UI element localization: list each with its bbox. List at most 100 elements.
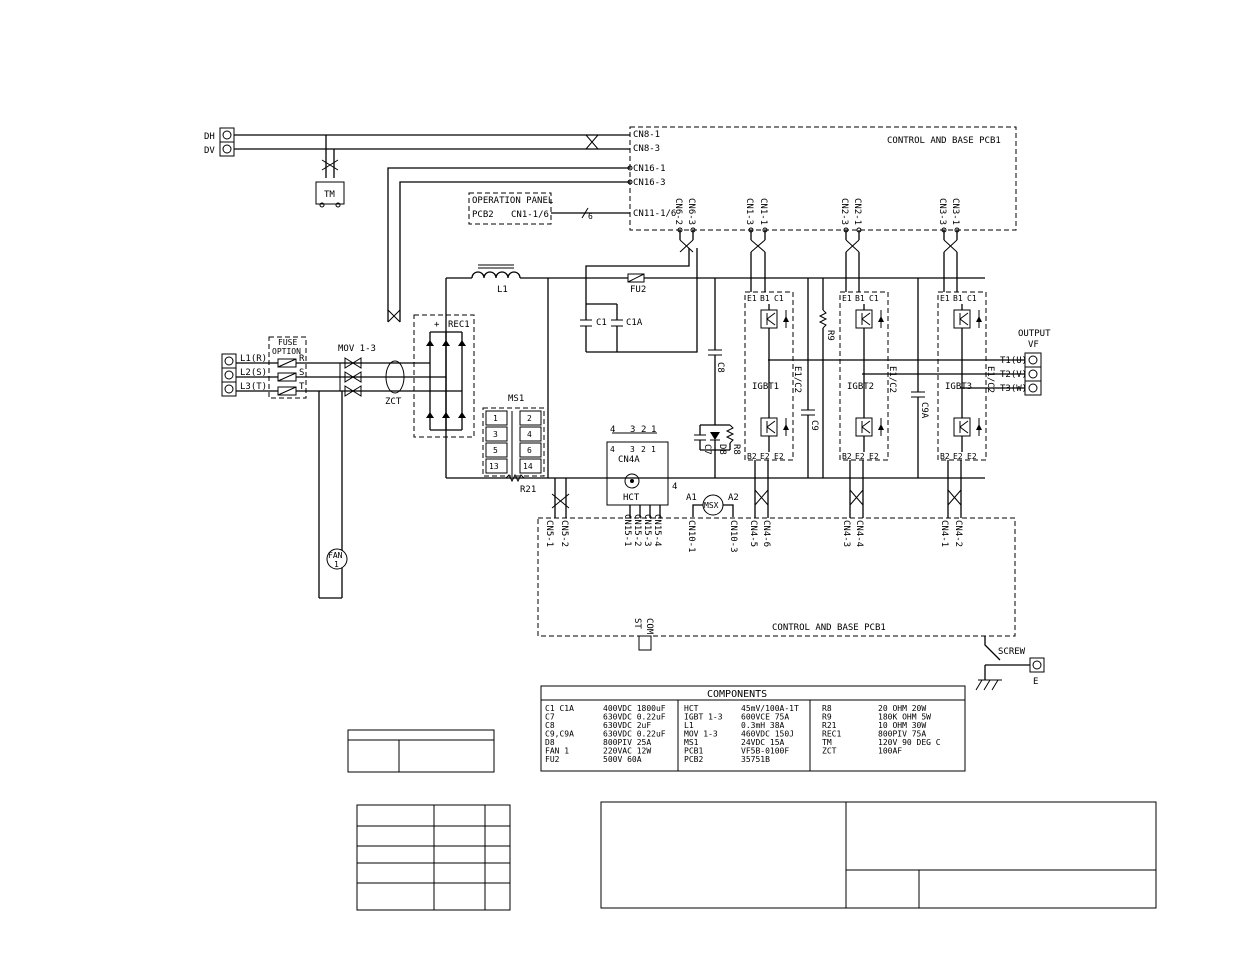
hct-box bbox=[606, 441, 669, 506]
a2-label: A2 bbox=[728, 493, 739, 503]
connector-com: COM bbox=[644, 618, 654, 635]
tm-label: TM bbox=[324, 190, 335, 200]
l1-input-label: L1(R) bbox=[240, 354, 267, 364]
igbt-b2-label: B2 bbox=[747, 452, 757, 461]
connector-cn15-4: CN15-4 bbox=[652, 514, 662, 547]
op-panel-label: OPERATION PANEL bbox=[472, 196, 553, 206]
igbt-c1-label: C1 bbox=[869, 294, 879, 303]
component-rating: 120V 90 DEG C bbox=[878, 738, 941, 747]
component-ref: HCT bbox=[684, 704, 699, 713]
a1-label: A1 bbox=[686, 493, 697, 503]
connector-cn1-3: CN1-3 bbox=[744, 198, 754, 225]
connector-st: ST bbox=[632, 618, 642, 629]
component-rating: 0.3mH 38A bbox=[741, 721, 785, 730]
vf-label: VF bbox=[1028, 340, 1039, 350]
component-ref: FAN 1 bbox=[545, 747, 569, 756]
igbt-e2-label: E2 bbox=[760, 452, 770, 461]
component-ref: L1 bbox=[684, 721, 694, 730]
connector-cn3-3: CN3-3 bbox=[937, 198, 947, 225]
hct-core-icon bbox=[624, 473, 640, 489]
component-ref: MOV 1-3 bbox=[684, 730, 718, 739]
msx-label: MSX bbox=[704, 501, 719, 510]
component-ref: C7 bbox=[545, 713, 555, 722]
d8-label: D8 bbox=[717, 444, 727, 455]
r9-label: R9 bbox=[825, 330, 835, 341]
rec1-plus: + bbox=[434, 320, 440, 330]
r21-label: R21 bbox=[520, 485, 536, 495]
component-ref: TM bbox=[822, 738, 832, 747]
t2-label: T2(V) bbox=[1000, 370, 1027, 380]
e-label: E bbox=[1033, 677, 1038, 687]
component-rating: 630VDC 0.22uF bbox=[603, 730, 666, 739]
component-rating: VF5B-0100F bbox=[741, 747, 789, 756]
components-title: COMPONENTS bbox=[707, 689, 767, 700]
connector-cn4-1: CN4-1 bbox=[939, 520, 949, 547]
component-ref: PCB1 bbox=[684, 747, 703, 756]
component-rating: 10 OHM 30W bbox=[878, 721, 926, 730]
ms1-contact-13: 13 bbox=[489, 462, 499, 471]
connector-cn2-3: CN2-3 bbox=[839, 198, 849, 225]
connector-cn15-1: CN15-1 bbox=[622, 514, 632, 547]
connector-cn4-2: CN4-2 bbox=[953, 520, 963, 547]
component-rating: 460VDC 150J bbox=[741, 730, 794, 739]
fuse-label: FUSE bbox=[278, 338, 297, 347]
component-rating: 630VDC 2uF bbox=[603, 721, 651, 730]
output-label: OUTPUT bbox=[1018, 329, 1051, 339]
control-pcb-top-box bbox=[629, 126, 1017, 231]
fan-label: FAN bbox=[328, 551, 343, 560]
igbt-e1-label: E1 bbox=[842, 294, 852, 303]
fu2-label: FU2 bbox=[630, 285, 646, 295]
igbt-c1-label: C1 bbox=[967, 294, 977, 303]
igbt-b2-label: B2 bbox=[940, 452, 950, 461]
connector-cn15-3: CN15-3 bbox=[642, 514, 652, 547]
screw-label: SCREW bbox=[998, 647, 1026, 657]
revision-block bbox=[347, 729, 495, 773]
igbt-e1c2-label: E1/C2 bbox=[792, 366, 802, 393]
igbt-e2b-label: E2 bbox=[869, 452, 879, 461]
ms1-contact-5: 5 bbox=[493, 446, 498, 455]
c8-label: C8 bbox=[715, 362, 725, 373]
igbt-e2b-label: E2 bbox=[967, 452, 977, 461]
component-ref: FU2 bbox=[545, 755, 560, 764]
connector-cn5-1: CN5-1 bbox=[544, 520, 554, 547]
connector-cn6-3: CN6-3 bbox=[686, 198, 696, 225]
fuses bbox=[277, 358, 297, 396]
igbt-2-label: IGBT2 bbox=[847, 382, 874, 392]
component-ref: IGBT 1-3 bbox=[684, 713, 723, 722]
connector-cn15-2: CN15-2 bbox=[632, 514, 642, 547]
component-rating: 800PIV 25A bbox=[603, 738, 651, 747]
igbt-b1-label: B1 bbox=[953, 294, 963, 303]
c7-label: C7 bbox=[702, 444, 712, 455]
component-rating: 630VDC 0.22uF bbox=[603, 713, 666, 722]
component-ref: C9,C9A bbox=[545, 730, 574, 739]
connector-cn4-5: CN4-5 bbox=[748, 520, 758, 547]
hct-mid-pin-2: 2 bbox=[641, 445, 646, 454]
component-rating: 35751B bbox=[741, 755, 770, 764]
cn16-1-label: CN16-1 bbox=[633, 164, 666, 174]
tm-thermostat bbox=[315, 135, 345, 208]
ms1-contact-6: 6 bbox=[527, 446, 532, 455]
t3-label: T3(W) bbox=[1000, 384, 1027, 394]
hct-mid-pin-1: 1 bbox=[651, 445, 656, 454]
component-rating: 220VAC 12W bbox=[603, 747, 651, 756]
component-ref: PCB2 bbox=[684, 755, 703, 764]
component-ref: D8 bbox=[545, 738, 555, 747]
t1-label: T1(U) bbox=[1000, 356, 1027, 366]
connector-cn1-1: CN1-1 bbox=[758, 198, 768, 225]
component-ref: C8 bbox=[545, 721, 555, 730]
c9-label: C9 bbox=[809, 420, 819, 431]
connector-cn6-2: CN6-2 bbox=[673, 198, 683, 225]
operation-panel-box bbox=[468, 192, 552, 225]
bus-count-label: 6 bbox=[588, 212, 593, 221]
pcb-top-label: CONTROL AND BASE PCB1 bbox=[887, 136, 1001, 146]
cn1-label: CN1-1/6 bbox=[511, 210, 549, 220]
mov-label: MOV 1-3 bbox=[338, 344, 376, 354]
r-label: R bbox=[299, 354, 305, 364]
igbt-b1-label: B1 bbox=[760, 294, 770, 303]
